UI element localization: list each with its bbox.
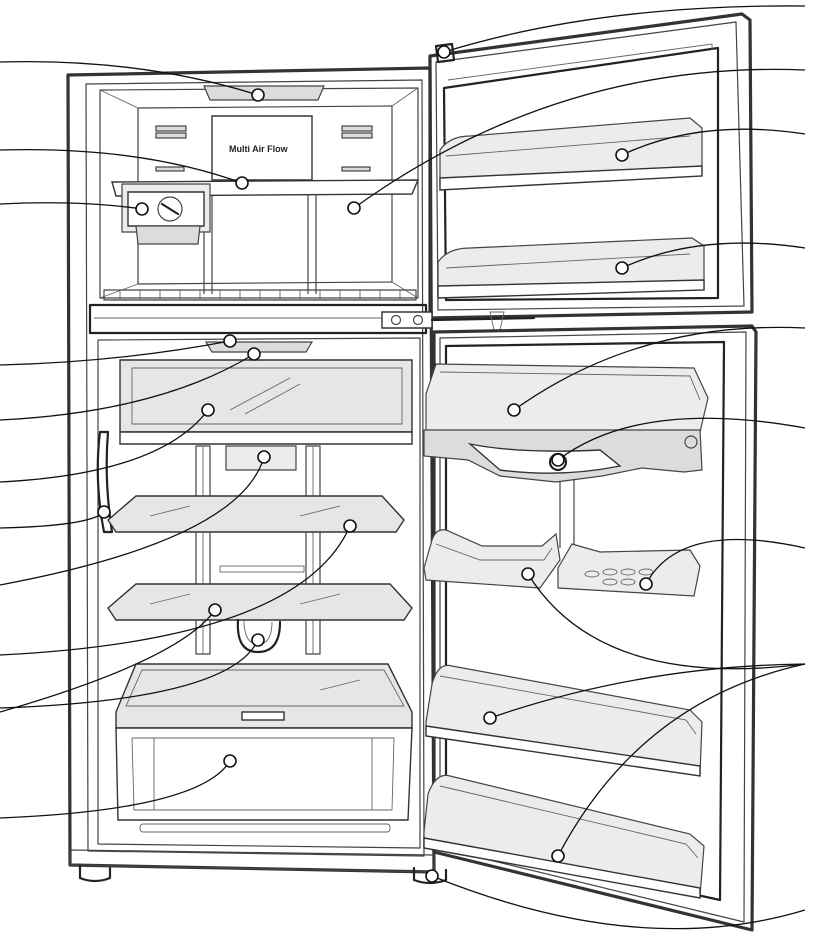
callout-water-tube [251, 633, 265, 647]
callout-top-glass-shelf [201, 403, 215, 417]
callout-control-panel [223, 334, 237, 348]
freezer-door [428, 12, 754, 320]
leader-dairy-bin [513, 326, 806, 411]
small-door-bin [423, 529, 561, 589]
freezer-compartment: Multi Air Flow [99, 85, 420, 301]
callout-dispenser-valve [551, 453, 565, 467]
leader-freezer-shelf [0, 148, 243, 184]
leader-air-duct [0, 456, 265, 586]
leader-dispenser-valve [557, 417, 806, 461]
callout-freezer-lamp [251, 88, 265, 102]
leader-control-panel [0, 340, 231, 366]
callout-ice-maker [135, 202, 149, 216]
leader-freezer-bin-lower [621, 242, 806, 269]
middle-hinge [381, 311, 536, 331]
callout-egg-tray [639, 577, 653, 591]
callout-door-bin-middle [483, 711, 497, 725]
callout-fresh-air [247, 347, 261, 361]
leader-freezer-bin-upper [621, 128, 806, 156]
ice-maker [121, 183, 211, 245]
callout-freezer-shelf [235, 176, 249, 190]
door-bin-bottom [423, 774, 705, 897]
callout-freezer-bin-upper [615, 148, 629, 162]
callout-freezer-hinge [437, 45, 451, 59]
leader-freezer-hinge [443, 5, 806, 53]
callout-vegetable-drawer [223, 754, 237, 768]
callout-glass-shelf-lower [208, 603, 222, 617]
leader-lamp-cover [0, 511, 105, 529]
leader-small-door-bin [527, 573, 806, 670]
callout-dairy-bin [507, 403, 521, 417]
leader-freezer-lamp [0, 60, 259, 96]
air-vents-right [341, 125, 373, 172]
top-glass-shelf [119, 359, 413, 433]
leader-top-glass-shelf [0, 409, 209, 483]
door-bin-middle [425, 664, 703, 775]
leader-fridge-door-hinge [431, 875, 806, 930]
callout-leaders [0, 5, 806, 930]
leader-water-tube [0, 639, 259, 709]
lamp-cover [96, 430, 114, 534]
callout-air-duct [257, 450, 271, 464]
leader-glass-shelf-lower [0, 609, 216, 713]
callout-freezer-bin-lower [615, 261, 629, 275]
vegetable-drawer [115, 727, 413, 821]
callout-air-outlet [347, 201, 361, 215]
leader-egg-tray [645, 538, 806, 585]
multi-air-flow-label: Multi Air Flow [229, 144, 289, 154]
leader-air-outlet [353, 68, 806, 209]
freezer-door-hinge [434, 42, 456, 64]
leader-door-bin-bottom [557, 663, 806, 857]
leader-vegetable-drawer [0, 760, 231, 819]
fridge-door [423, 324, 758, 932]
air-vents-left [155, 125, 187, 172]
glass-shelf-middle [107, 495, 405, 533]
fresh-food-compartment [96, 337, 421, 849]
crisper-cover-handle [241, 711, 285, 721]
callout-fridge-door-hinge [425, 869, 439, 883]
egg-tray [557, 543, 701, 597]
leader-glass-shelf-middle [0, 525, 351, 656]
leader-fresh-air [0, 353, 255, 421]
leader-door-bin-middle [489, 663, 806, 719]
callout-small-door-bin [521, 567, 535, 581]
callout-glass-shelf-middle [343, 519, 357, 533]
callout-lamp-cover [97, 505, 111, 519]
glass-shelf-lower [107, 583, 413, 621]
water-tube [236, 618, 282, 654]
leader-ice-maker [0, 202, 143, 210]
callout-door-bin-bottom [551, 849, 565, 863]
